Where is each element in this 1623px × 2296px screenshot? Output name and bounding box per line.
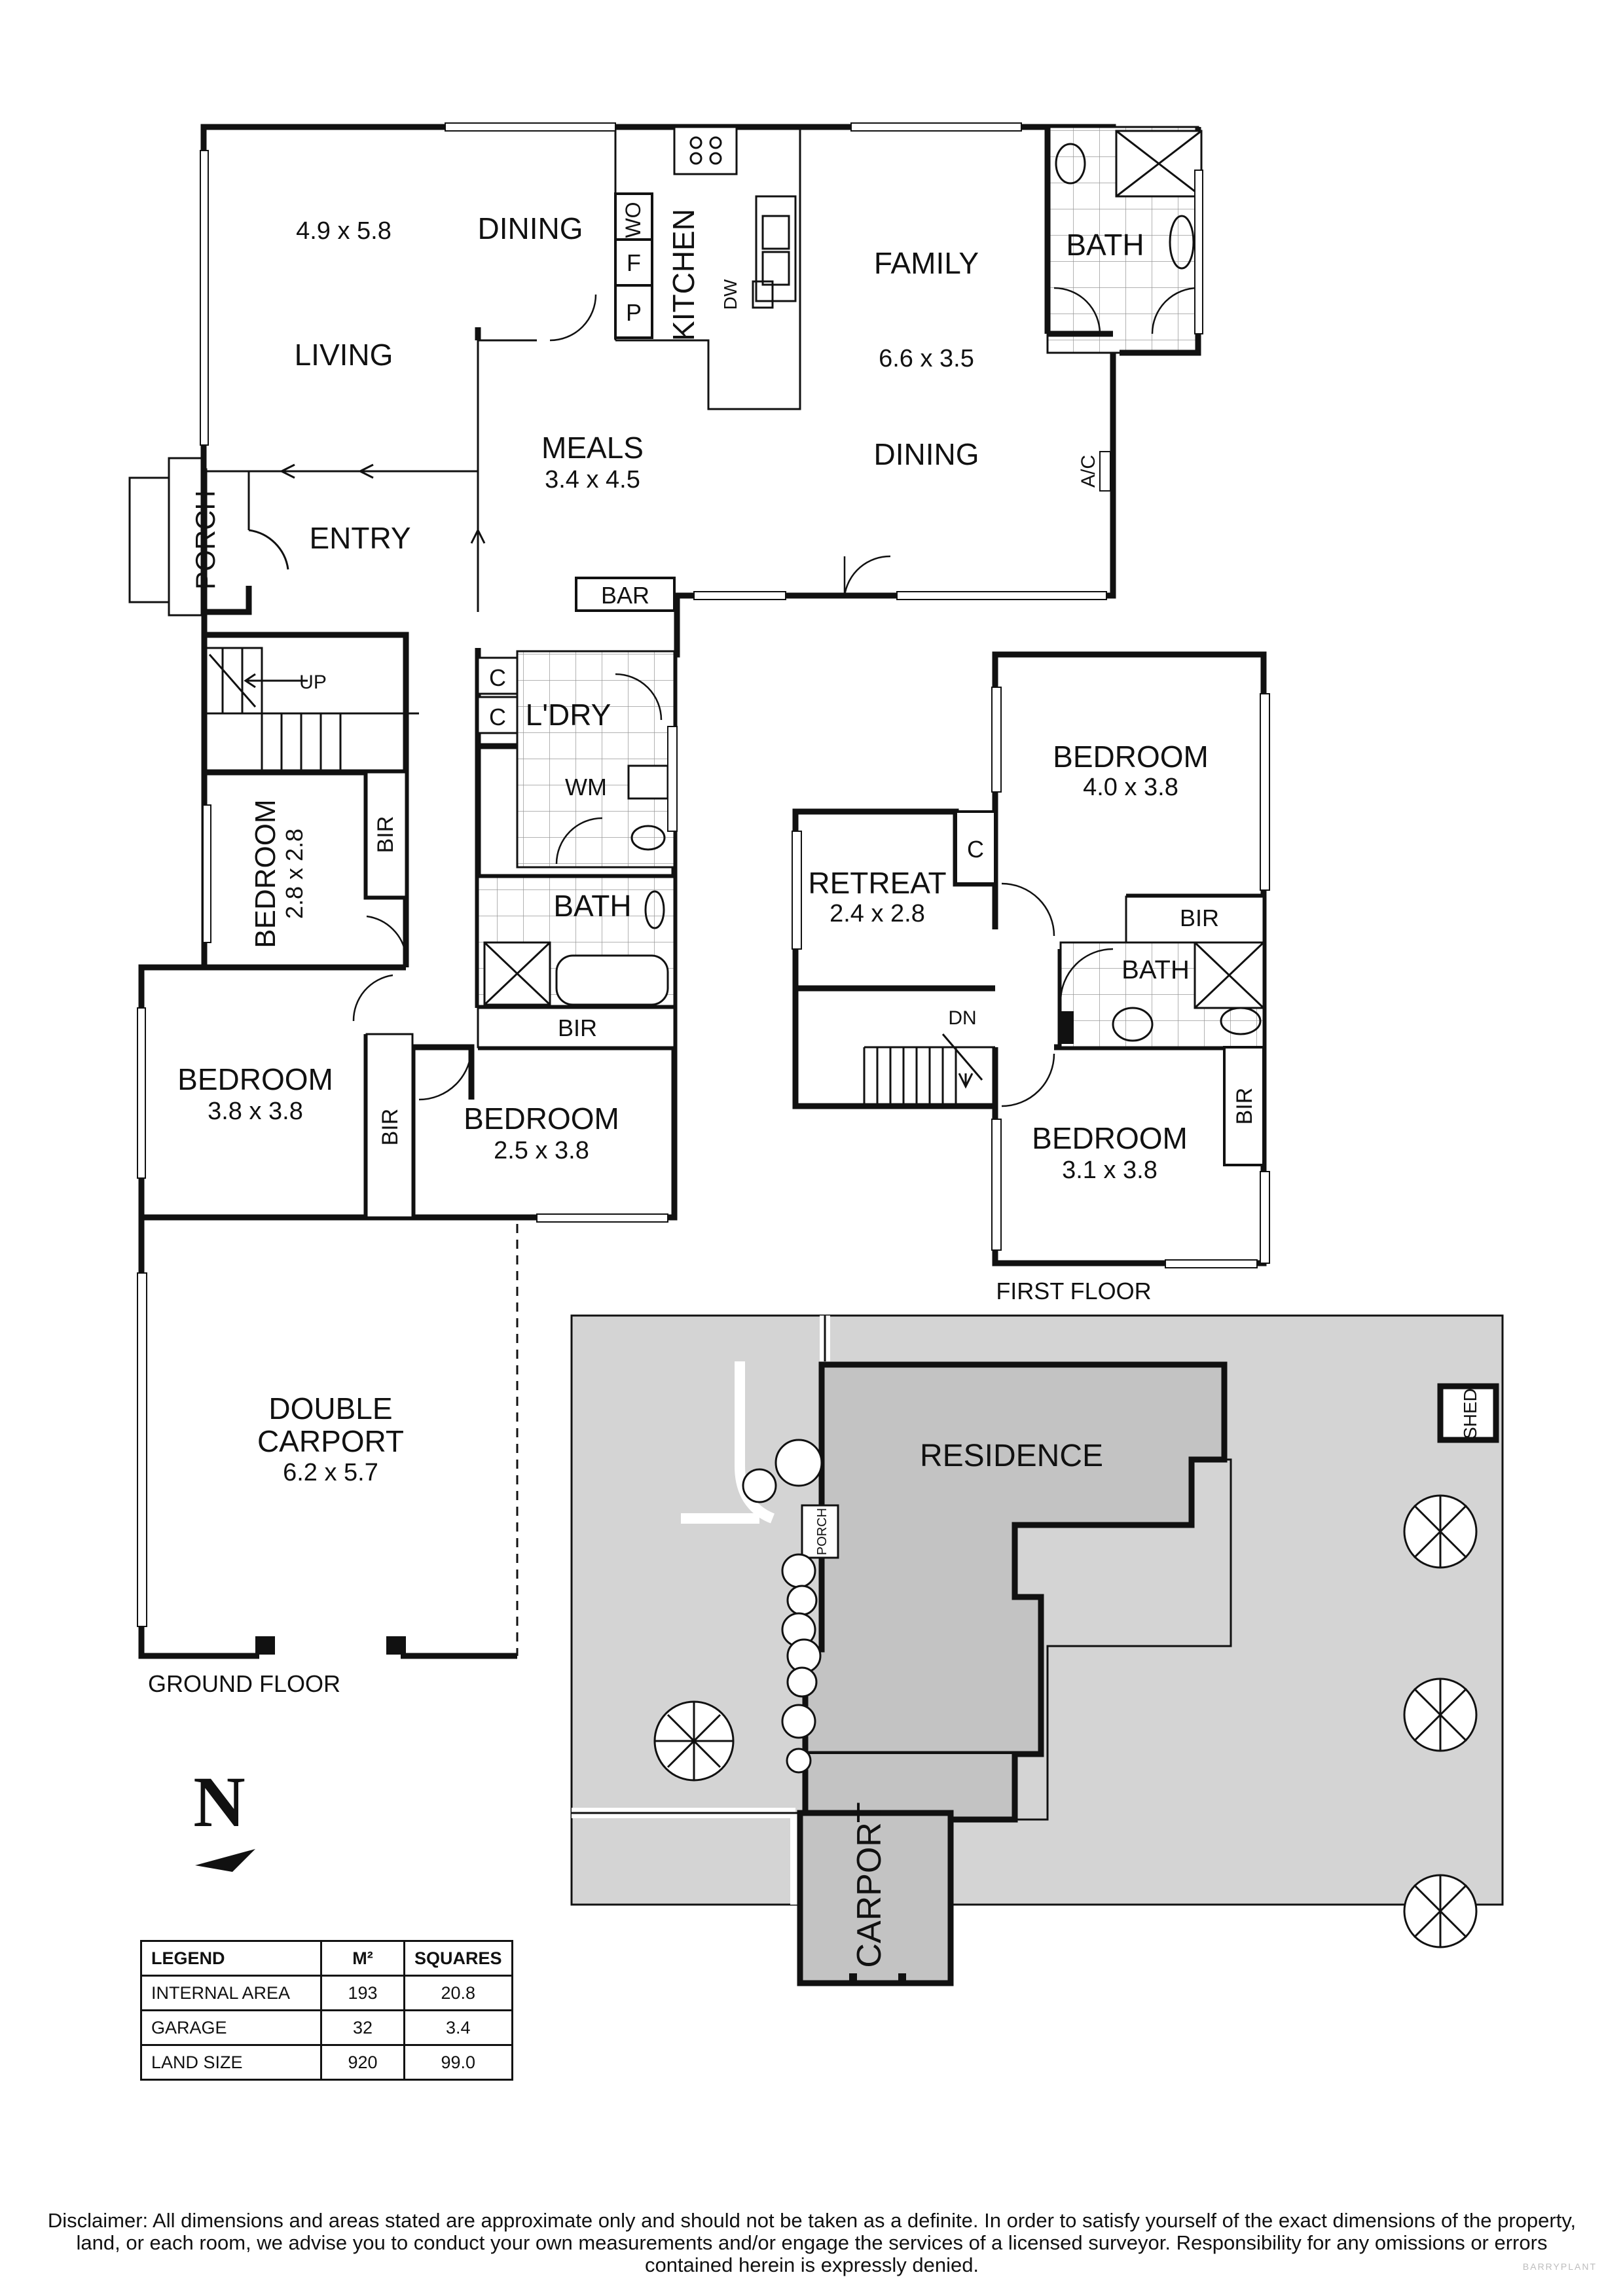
legend-cell: 32 [320,2009,405,2046]
ff-retreat-label: RETREAT [808,866,946,900]
ground-floor-plan [128,122,1203,1659]
laundry-label: L'DRY [526,698,611,732]
north-label: N [193,1762,245,1842]
bath-ground-label: BATH [553,889,631,923]
legend-row: LAND SIZE 920 99.0 [140,2044,513,2081]
site-carport [797,1810,954,1986]
legend-cell: 3.4 [403,2009,513,2046]
legend-cell: LAND SIZE [140,2044,322,2081]
watermark-logo: BARRYPLANT [1522,2261,1597,2272]
porch-label: PORCH [190,490,221,590]
wo-label: WO [621,202,645,238]
site-plan [570,1314,1504,1986]
ff-bedroom-1-label: BEDROOM [1053,740,1209,774]
legend-cell: 99.0 [403,2044,513,2081]
legend-cell: 20.8 [403,1975,513,2011]
site-porch-label: PORCH [815,1508,830,1555]
ff-bir-1-label: BIR [1180,905,1219,931]
site-residence-label: RESIDENCE [920,1439,1103,1473]
legend-header-row: LEGEND M² SQUARES [140,1940,513,1977]
ff-retreat-dim: 2.4 x 2.8 [830,900,925,927]
entry-label: ENTRY [309,521,410,555]
up-label: UP [299,672,327,693]
first-floor-label: FIRST FLOOR [996,1278,1151,1304]
p-label: P [626,299,642,326]
wm-label: WM [565,774,607,800]
c2-label: C [489,704,506,730]
bar-counter [575,577,676,612]
ff-bedroom-1-dim: 4.0 x 3.8 [1083,774,1178,801]
bedroom-west-dim: 3.8 x 3.8 [208,1098,303,1125]
ff-bedroom-2-label: BEDROOM [1032,1121,1188,1155]
dining-front-label: DINING [478,211,583,245]
ff-bath-label: BATH [1122,956,1190,984]
bar-label: BAR [601,582,649,609]
site-shed-label: SHED [1460,1388,1480,1439]
dw-label: DW [720,279,740,310]
bedroom-small-dim: 2.8 x 2.8 [281,829,308,919]
north-arrow [195,1849,255,1872]
c1-label: C [489,664,506,691]
family-dim: 6.6 x 3.5 [879,345,974,372]
bir-bath-label: BIR [558,1014,597,1041]
carport-label-1: DOUBLE [268,1391,392,1426]
ff-c-label: C [967,836,984,863]
bedroom-mid-dim: 2.5 x 3.8 [494,1137,589,1164]
carport-label-2: CARPORT [257,1424,404,1458]
site-carport-label: CARPORT [850,1802,888,1967]
bedroom-mid-label: BEDROOM [464,1102,619,1136]
legend-table: LEGEND M² SQUARES INTERNAL AREA 193 20.8… [140,1940,513,2081]
legend-row: INTERNAL AREA 193 20.8 [140,1975,513,2011]
tree-icon [653,1439,1478,1948]
family-label: FAMILY [874,246,979,280]
meals-dim: 3.4 x 4.5 [545,466,640,493]
dining-rear-label: DINING [874,437,979,471]
ground-floor-label: GROUND FLOOR [148,1670,340,1697]
ff-bedroom-2-dim: 3.1 x 3.8 [1062,1157,1158,1184]
carport-dim: 6.2 x 5.7 [283,1459,378,1486]
meals-label: MEALS [541,431,644,465]
kitchen-label: KITCHEN [666,209,701,341]
bedroom-small-label: BEDROOM [249,799,282,948]
bir-small-label: BIR [373,816,398,853]
legend-header: M² [320,1940,405,1977]
ff-bir-2-label: BIR [1232,1088,1257,1125]
bir-west-label: BIR [378,1109,403,1146]
legend-header: SQUARES [403,1940,513,1977]
legend-header: LEGEND [140,1940,322,1977]
f-label: F [627,249,641,276]
bedroom-west-label: BEDROOM [177,1062,333,1096]
legend-cell: 920 [320,2044,405,2081]
legend-cell: INTERNAL AREA [140,1975,322,2011]
legend-cell: GARAGE [140,2009,322,2046]
disclaimer-text: Disclaimer: All dimensions and areas sta… [47,2209,1577,2276]
ac-label: A/C [1078,455,1099,488]
living-label: LIVING [295,338,393,372]
labels: 4.9 x 5.8 LIVING DINING KITCHEN WO F P D… [148,202,1480,1967]
bath-rear-label: BATH [1066,228,1144,262]
legend-row: GARAGE 32 3.4 [140,2009,513,2046]
living-dim: 4.9 x 5.8 [296,217,392,245]
ff-dn-label: DN [948,1007,976,1029]
legend-cell: 193 [320,1975,405,2011]
first-floor-plan [792,651,1270,1268]
